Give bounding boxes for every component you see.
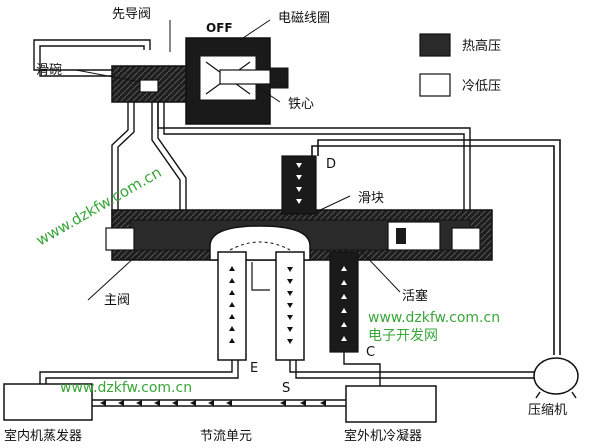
label-pilot-valve: 先导阀 (112, 7, 151, 22)
legend: 热高压 冷低压 (419, 33, 501, 97)
label-main-valve: 主阀 (104, 293, 130, 308)
indoor-evaporator (3, 383, 93, 421)
outdoor-condenser (345, 385, 437, 423)
watermark-bottom-url: www.dzkfw.com.cn (60, 380, 192, 396)
leader-lines (75, 19, 401, 301)
label-compressor: 压缩机 (528, 402, 567, 418)
label-slider: 滑块 (358, 191, 384, 206)
watermark-right-cn: 电子开发网 (368, 328, 438, 344)
legend-label-cold: 冷低压 (462, 79, 501, 94)
label-off: OFF (206, 21, 233, 35)
throttle-arrows (100, 400, 326, 406)
legend-label-hot: 热高压 (462, 38, 501, 54)
label-piston: 活塞 (402, 288, 428, 304)
label-port-e: E (250, 361, 258, 376)
legend-swatch-cold (419, 73, 451, 97)
label-port-c: C (366, 345, 375, 360)
label-indoor-evaporator: 室内机蒸发器 (4, 428, 82, 444)
label-port-s: S (282, 381, 290, 396)
label-slide-bowl: 滑碗 (36, 62, 62, 78)
port-c-tube (329, 251, 359, 353)
label-iron-core: 铁心 (288, 97, 314, 112)
legend-swatch-hot (419, 33, 451, 57)
solenoid-coil (185, 37, 289, 125)
label-throttle-unit: 节流单元 (200, 429, 252, 444)
port-d-tube (281, 155, 317, 215)
pilot-capillary-tubes (33, 39, 471, 232)
bottom-pipes (39, 352, 540, 407)
port-e-tube (217, 251, 247, 361)
compressor (533, 357, 579, 399)
port-s-tube (251, 251, 305, 361)
watermark-right-url: www.dzkfw.com.cn (368, 310, 500, 326)
discharge-line (311, 139, 561, 355)
label-outdoor-condenser: 室外机冷凝器 (344, 428, 422, 444)
label-port-d: D (326, 157, 336, 172)
label-solenoid-coil: 电磁线圈 (278, 11, 330, 26)
